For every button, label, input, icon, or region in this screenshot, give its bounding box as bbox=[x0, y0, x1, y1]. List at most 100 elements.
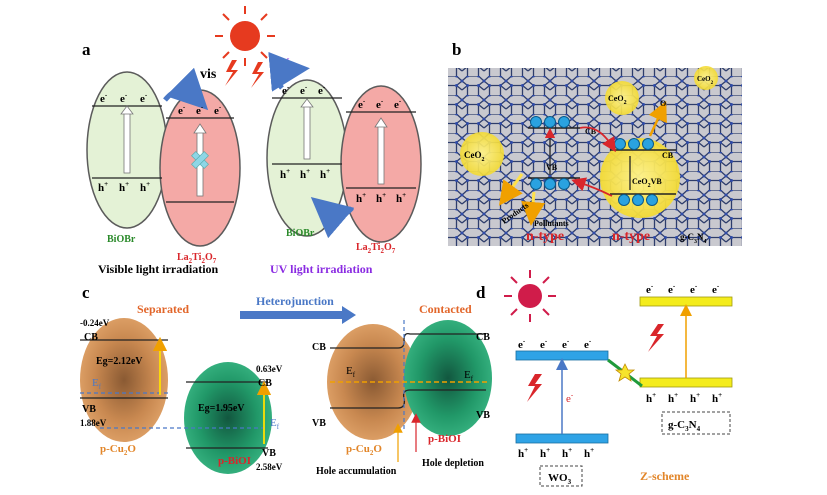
svg-text:e-: e- bbox=[282, 83, 290, 97]
wo3-label: WO3 bbox=[548, 472, 572, 486]
right-electrons: e- e- e- e- e- e- bbox=[282, 83, 402, 111]
svg-text:e-: e- bbox=[584, 337, 592, 351]
panel-d: d e- e- e- e- e- h+ h+ h+ h+ bbox=[476, 270, 733, 487]
svg-text:h+: h+ bbox=[562, 446, 572, 460]
svg-text:h+: h+ bbox=[668, 391, 678, 405]
visible-caption: Visible light irradiation bbox=[98, 262, 219, 276]
wo3-holes: h+ h+ h+ h+ bbox=[518, 446, 594, 460]
lightning-icon bbox=[648, 324, 664, 352]
cb-label-contacted: CB bbox=[476, 332, 490, 343]
sun-icon bbox=[504, 270, 556, 322]
svg-text:h+: h+ bbox=[584, 446, 594, 460]
lightning-icon bbox=[251, 62, 264, 88]
svg-text:h+: h+ bbox=[396, 191, 406, 205]
uv-label: UV bbox=[272, 55, 290, 69]
ceo2-particle bbox=[460, 132, 504, 176]
ceo2-particle bbox=[694, 66, 718, 90]
cb-label-gcn: CB bbox=[585, 127, 597, 136]
cb-label-ceo2: CB bbox=[662, 151, 674, 160]
gc3n4-label: g-C3N4 bbox=[680, 232, 707, 245]
vb-label-bioi: VB bbox=[262, 448, 276, 459]
separated-label: Separated bbox=[137, 302, 189, 316]
cb-energy-bioi: 0.63eV bbox=[256, 364, 283, 374]
svg-text:e-: e- bbox=[300, 83, 308, 97]
vb-label-gcn: VB bbox=[546, 163, 558, 172]
panel-a-letter: a bbox=[82, 40, 91, 59]
vb-label-cu2o: VB bbox=[82, 404, 96, 415]
bioi-label: p-BiOI bbox=[218, 455, 251, 467]
ceo2-particle bbox=[605, 81, 639, 115]
svg-text:h+: h+ bbox=[356, 191, 366, 205]
svg-text:e-: e- bbox=[358, 97, 366, 111]
wo3-box bbox=[539, 465, 583, 487]
gcn-holes: h+ h+ h+ h+ bbox=[646, 391, 722, 405]
svg-text:h+: h+ bbox=[320, 167, 330, 181]
eg-bioi: Eg=1.95eV bbox=[198, 403, 245, 414]
n-type-label: n-type bbox=[526, 229, 564, 244]
ceo2-label: CeO2 bbox=[697, 75, 714, 86]
eg-cu2o: Eg=2.12eV bbox=[96, 356, 143, 367]
wo3-vb-bar bbox=[515, 433, 609, 444]
svg-text:e-: e- bbox=[690, 282, 698, 296]
ef-label-bioi: Ef bbox=[270, 417, 280, 431]
vb-energy-bioi: 2.58eV bbox=[256, 462, 283, 472]
panel-b: b CeO2 CeO2 CeO2 CB VB CB CeO2VB O Produ… bbox=[448, 40, 742, 246]
svg-text:h+: h+ bbox=[712, 391, 722, 405]
svg-text:h+: h+ bbox=[540, 446, 550, 460]
svg-text:e-: e- bbox=[120, 91, 128, 105]
gcn-vb-bar bbox=[639, 377, 733, 388]
vb-label-contacted: VB bbox=[312, 418, 326, 429]
sun-icon bbox=[215, 6, 275, 66]
svg-text:h+: h+ bbox=[376, 191, 386, 205]
hole-accumulation-label: Hole accumulation bbox=[316, 466, 397, 477]
biobr-label-right: BiOBr bbox=[286, 228, 315, 239]
svg-text:h+: h+ bbox=[300, 167, 310, 181]
panel-c: c Separated Heterojunction Contacted -0.… bbox=[80, 283, 492, 477]
svg-text:h+: h+ bbox=[98, 180, 108, 194]
hole-depletion-label: Hole depletion bbox=[422, 458, 484, 469]
pollutants-label: Pollutants bbox=[534, 219, 569, 228]
cb-label-contacted: CB bbox=[312, 342, 326, 353]
svg-text:e-: e- bbox=[394, 97, 402, 111]
ceo2-band-label: CeO2VB bbox=[632, 177, 662, 189]
wo3-electrons: e- e- e- e- bbox=[518, 337, 592, 351]
recombination-burst-icon bbox=[614, 363, 636, 382]
svg-text:h+: h+ bbox=[518, 446, 528, 460]
right-holes: h+ h+ h+ h+ h+ h+ bbox=[280, 167, 406, 205]
svg-text:h+: h+ bbox=[140, 180, 150, 194]
svg-text:e-: e- bbox=[646, 282, 654, 296]
la-label-right: La2Ti2O7 bbox=[356, 242, 396, 255]
svg-text:e-: e- bbox=[214, 103, 222, 117]
panel-b-letter: b bbox=[452, 40, 461, 59]
la-label-left: La2Ti2O7 bbox=[177, 252, 217, 265]
ceo2-label: CeO2 bbox=[608, 94, 627, 106]
heterojunction-arrow-icon[interactable] bbox=[240, 306, 356, 324]
svg-text:h+: h+ bbox=[119, 180, 129, 194]
cb-label-bioi: CB bbox=[258, 378, 272, 389]
gcn-electrons: e- e- e- e- bbox=[646, 282, 720, 296]
svg-text:e-: e- bbox=[562, 337, 570, 351]
bioi-ellipse-contacted bbox=[404, 320, 492, 436]
svg-text:e-: e- bbox=[196, 103, 204, 117]
cu2o-label: p-Cu2O bbox=[100, 443, 136, 457]
panel-a: a vis UV e- bbox=[82, 6, 422, 276]
blocked-x-icon bbox=[191, 151, 209, 169]
contacted-label: Contacted bbox=[419, 302, 472, 316]
ef-label-contacted: Ef bbox=[346, 365, 356, 379]
uv-caption: UV light irradiation bbox=[270, 262, 373, 276]
ef-label-contacted: Ef bbox=[464, 369, 474, 383]
cb-label-cu2o: CB bbox=[84, 332, 98, 343]
svg-text:e-: e- bbox=[540, 337, 548, 351]
lightning-icon bbox=[527, 374, 542, 402]
o2-label: O bbox=[660, 99, 666, 108]
panel-d-letter: d bbox=[476, 283, 486, 302]
left-holes: h+ h+ h+ bbox=[98, 180, 150, 194]
heterojunction-label: Heterojunction bbox=[256, 294, 334, 308]
cu2o-label-contacted: p-Cu2O bbox=[346, 443, 382, 457]
biobr-label-left: BiOBr bbox=[107, 234, 136, 245]
svg-text:e-: e- bbox=[712, 282, 720, 296]
bioi-label-contacted: p-BiOI bbox=[428, 433, 461, 445]
panel-c-letter: c bbox=[82, 283, 90, 302]
